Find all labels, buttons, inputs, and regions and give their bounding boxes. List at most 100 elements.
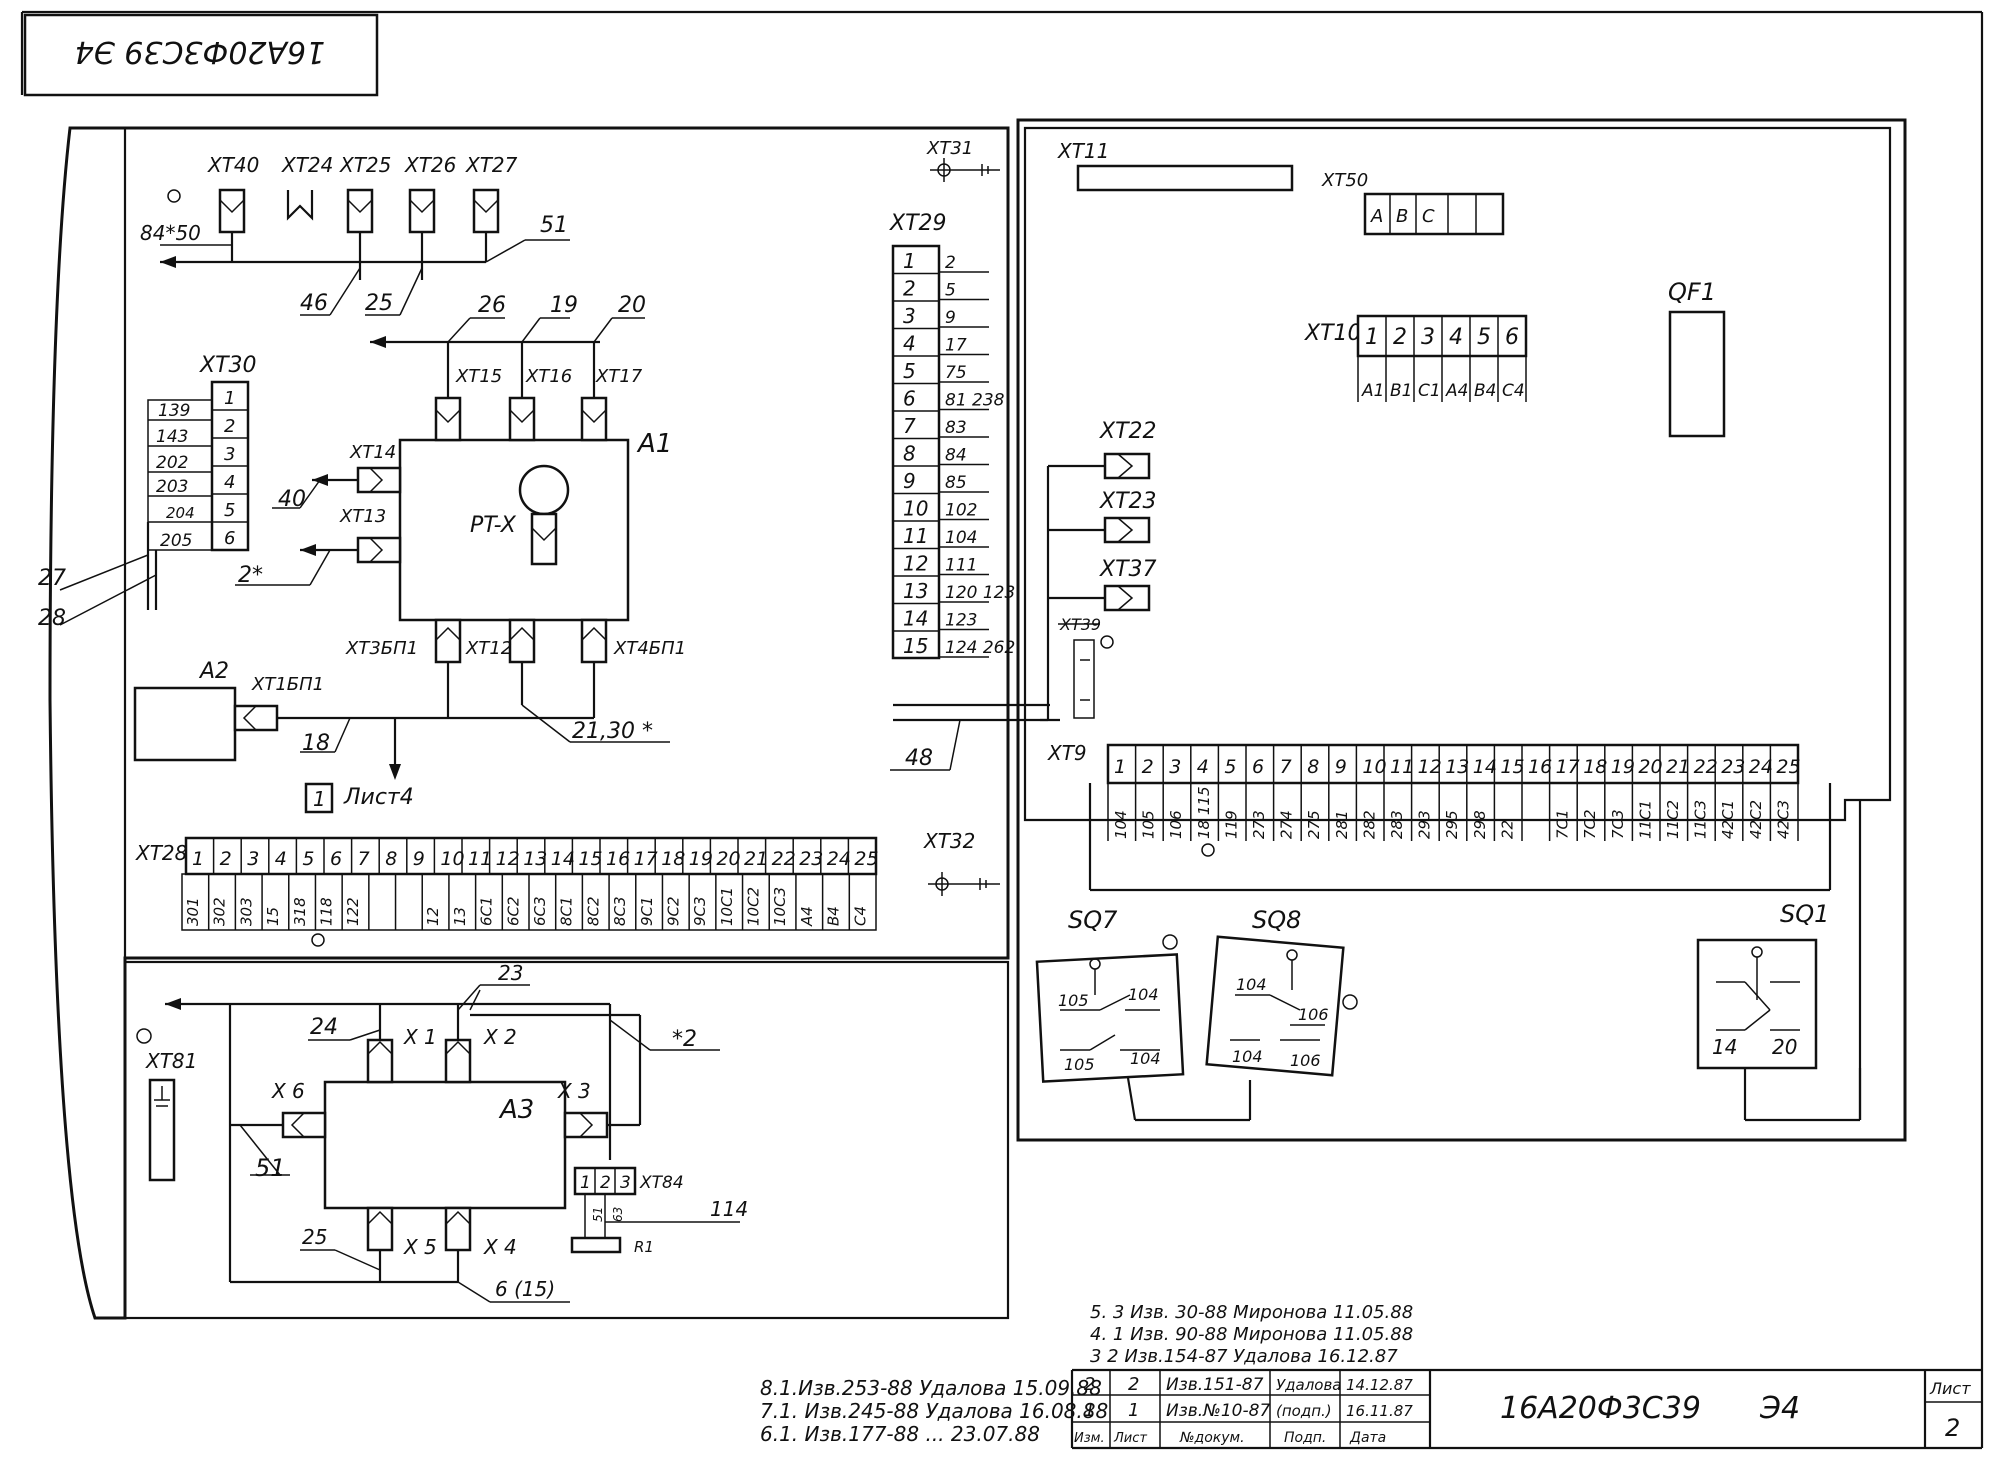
xt28-wire: 8С2: [584, 896, 602, 926]
wire-25: 25: [365, 291, 393, 316]
right-panel-outline: [1016, 118, 1907, 1142]
a1-body-label: PT-X: [470, 513, 517, 538]
xt9-wire: 22: [1498, 820, 1516, 839]
rotated-stamp: 16А20Ф3С39 Э4: [23, 13, 379, 97]
a3-conn-x3: X 3: [557, 1079, 591, 1103]
xt28-pin: 9: [413, 848, 425, 870]
xt50-label: XT50: [1321, 170, 1368, 191]
xt28-pin: 3: [247, 848, 259, 870]
xt29-pin: 15: [903, 634, 928, 658]
sq1-limit-switch: SQ1 14 20: [1696, 900, 1862, 1120]
xt9-pin: 11: [1390, 756, 1414, 778]
a3-wire-6-15: 6 (15): [495, 1277, 555, 1301]
xt30-pin-1: 1: [224, 388, 235, 409]
a3-conn-x1: X 1: [403, 1025, 437, 1049]
a1-conn-xt17: XT17: [595, 366, 643, 387]
xt9-wire: 18 115: [1195, 787, 1213, 840]
xt10-pin: 3: [1421, 325, 1435, 350]
xt28-wire: 6С2: [504, 896, 522, 926]
xt28-pin: 12: [496, 848, 520, 870]
xt40-label: XT40: [207, 153, 259, 177]
xt28-wire: 10С2: [745, 887, 763, 926]
sq8-limit-switch: SQ8 104 106 104 106: [1205, 906, 1358, 1077]
a3-conn-x6: X 6: [271, 1079, 305, 1103]
xt32-ground: XT32: [923, 829, 1000, 896]
xt9-wire: 273: [1250, 810, 1268, 839]
left-panel-outline: [48, 126, 1010, 1320]
sheet-ref-box: 1: [313, 787, 326, 811]
xt29-wire: 83: [945, 418, 967, 438]
xt9-wire: 7С3: [1609, 809, 1627, 839]
a2-wire-18: 18: [302, 731, 330, 756]
xt9-pin: 22: [1694, 756, 1718, 778]
xt9-wire: 274: [1278, 810, 1296, 839]
sq7-contact-104b: 104: [1130, 1049, 1161, 1068]
xt28-wire: 122: [344, 897, 362, 926]
xt29-wire: 85: [945, 473, 967, 493]
xt9-pin: 20: [1638, 756, 1662, 778]
xt28-wire: 318: [291, 897, 309, 926]
xt10-wire: C4: [1502, 381, 1525, 401]
xt29-pin: 4: [903, 332, 916, 356]
xt9-pin: 21: [1666, 756, 1690, 778]
a2-label: A2: [198, 659, 229, 684]
xt28-wire: 6С1: [478, 896, 496, 926]
xt50-cell-a: A: [1370, 206, 1383, 227]
xt28-pin: 24: [827, 848, 851, 870]
xt28-pin: 13: [523, 848, 547, 870]
xt29-wire: 123: [945, 611, 977, 631]
xt28-pin: 22: [772, 848, 796, 870]
xt28-wire: 8С1: [558, 896, 576, 926]
a3-wire-23: 23: [498, 961, 523, 985]
xt81-ground-strip: XT81: [145, 1049, 197, 1182]
xt9-wire: 281: [1333, 810, 1351, 839]
tb-row1-izm: 2: [1084, 1374, 1095, 1395]
xt30-pin-2: 2: [224, 416, 235, 437]
xt28-wire: B4: [825, 906, 843, 926]
xt9-pin: 9: [1335, 756, 1347, 778]
xt28-pin: 4: [275, 848, 287, 870]
xt28-wire: 13: [451, 907, 469, 926]
xt29-label: XT29: [889, 211, 947, 236]
a1-conn-xt15: XT15: [455, 366, 502, 387]
xt9-pin: 10: [1362, 756, 1386, 778]
a3-conn-x2: X 2: [483, 1025, 517, 1049]
xt9-pin: 6: [1252, 756, 1264, 778]
tb-row2-sign: (подп.): [1276, 1402, 1332, 1420]
xt32-label: XT32: [923, 829, 975, 853]
a3-wire-51: 51: [255, 1154, 286, 1182]
xt9-pin: 8: [1307, 756, 1319, 778]
xt28-wire: 12: [424, 907, 442, 926]
xt27-label: XT27: [465, 153, 518, 177]
xt30-label: XT30: [199, 353, 257, 378]
qf1-label: QF1: [1668, 278, 1716, 306]
xt9-wire: 298: [1471, 810, 1489, 839]
a2-module: A2 XT1БП1 18 1 Лист4: [133, 659, 594, 814]
xt10-pin: 2: [1393, 325, 1407, 350]
xt9-wire: 7С1: [1554, 809, 1572, 839]
xt28-pin: 25: [854, 848, 878, 870]
xt28-pin: 15: [578, 848, 602, 870]
xt9-pin: 14: [1473, 756, 1497, 778]
tb-row1-list: 2: [1128, 1374, 1139, 1395]
xt9-pin: 18: [1583, 756, 1607, 778]
xt28-pin: 20: [716, 848, 740, 870]
xt29-wire: 102: [945, 501, 977, 521]
xt84-wire-51: 51: [591, 1207, 605, 1222]
a3-wire-25: 25: [302, 1225, 327, 1249]
xt29-wire: 104: [945, 528, 977, 548]
xt29-pin: 8: [903, 442, 916, 466]
a1-conn-xt4bp1: XT4БП1: [613, 638, 686, 659]
connector-xt24: [286, 190, 314, 221]
xt28-pin: 10: [440, 848, 464, 870]
xt24-label: XT24: [281, 153, 333, 177]
a1-conn-xt3bp1: XT3БП1: [345, 638, 418, 659]
a1-conn-xt14: XT14: [349, 442, 396, 463]
xt29-wire: 2: [945, 253, 956, 273]
a1-wire-20: 20: [618, 293, 646, 318]
xt28-pin: 2: [220, 848, 232, 870]
connector-xt27: [472, 188, 500, 262]
top-connectors: XT40 XT24 XT25 XT26 XT27 84*50 51: [140, 153, 570, 316]
